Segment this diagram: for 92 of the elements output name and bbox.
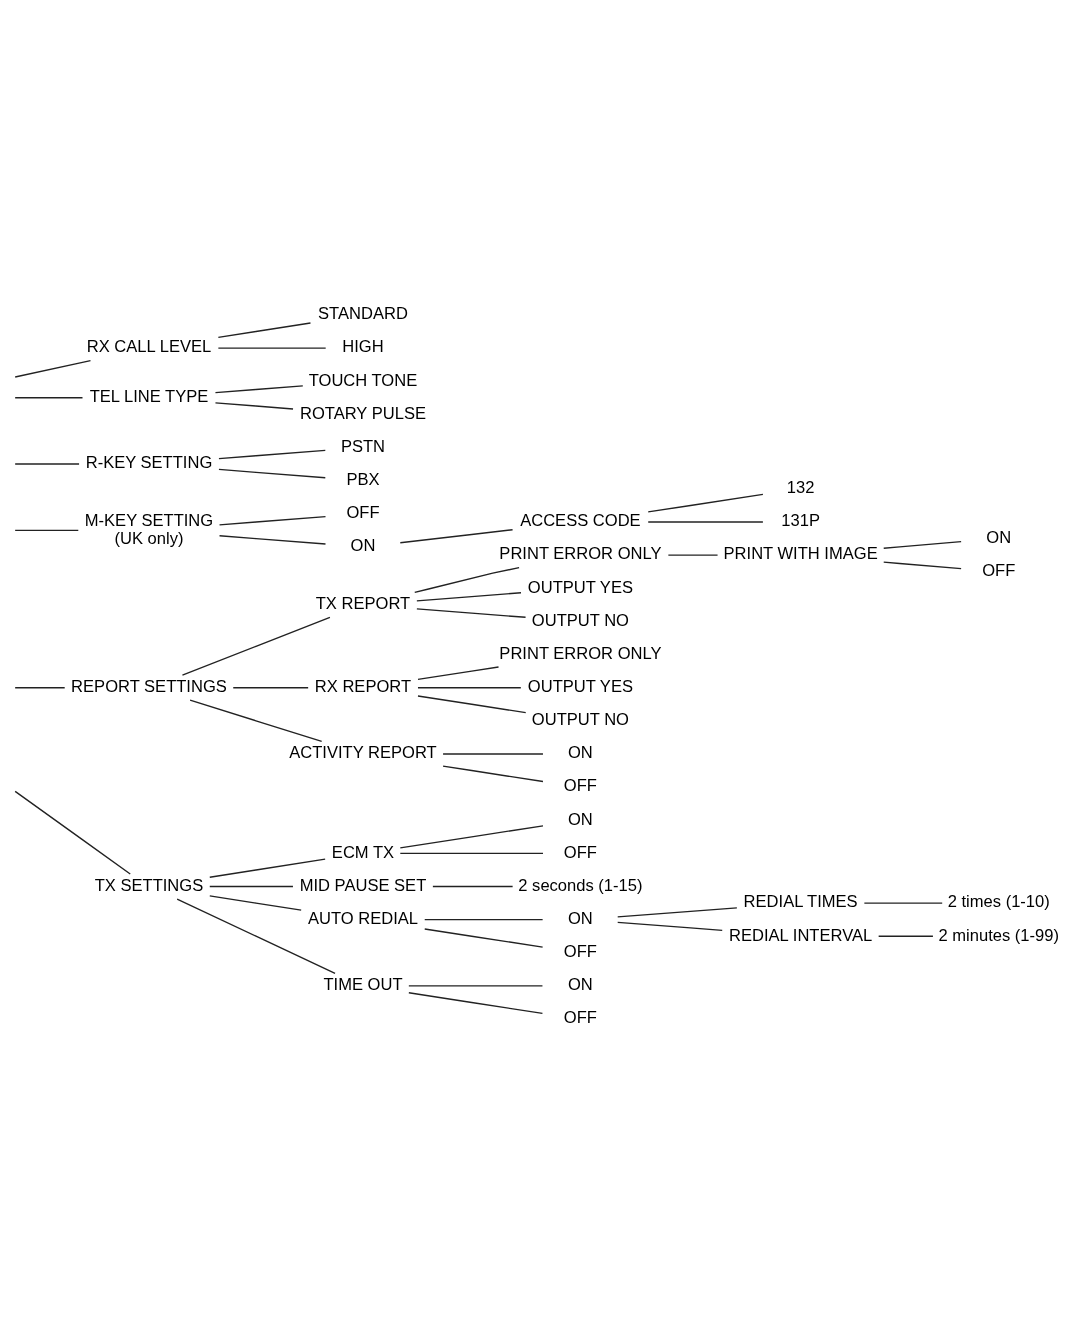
connector bbox=[209, 885, 294, 888]
connector bbox=[416, 592, 522, 602]
node-text: REDIAL INTERVAL bbox=[729, 925, 873, 945]
connector bbox=[217, 347, 327, 349]
connector bbox=[417, 687, 522, 689]
node-text: RX CALL LEVEL bbox=[86, 337, 212, 357]
node-text: ACCESS CODE bbox=[520, 511, 641, 531]
connector bbox=[414, 566, 520, 594]
node-text: ECM TX bbox=[331, 842, 395, 862]
node-text: STANDARD bbox=[318, 304, 408, 324]
node-text: REPORT SETTINGS bbox=[71, 676, 227, 696]
node-text: 2 minutes (1-99) bbox=[938, 925, 1059, 945]
connector bbox=[214, 402, 294, 410]
connector bbox=[218, 515, 327, 526]
connector bbox=[667, 554, 719, 556]
node-text: OFF bbox=[346, 503, 380, 523]
node-text: PRINT ERROR ONLY bbox=[499, 643, 662, 663]
node-text: ON bbox=[568, 908, 593, 928]
node-text: OFF bbox=[563, 942, 597, 962]
connector bbox=[217, 322, 312, 339]
connector bbox=[218, 535, 327, 545]
connector bbox=[408, 985, 544, 987]
connector bbox=[176, 898, 336, 975]
node-text: 132 bbox=[786, 478, 815, 498]
connector bbox=[424, 928, 544, 948]
node-text: RX REPORT bbox=[314, 676, 412, 696]
node-text: ON bbox=[568, 809, 593, 829]
connector bbox=[883, 541, 962, 549]
node-text: R-KEY SETTING bbox=[85, 453, 213, 473]
node-text: OUTPUT NO bbox=[531, 710, 629, 730]
connector bbox=[416, 608, 527, 618]
node-text: TX SETTINGS bbox=[94, 875, 204, 895]
node-text: TEL LINE TYPE bbox=[89, 387, 209, 407]
node-text: PRINT ERROR ONLY bbox=[499, 544, 662, 564]
node-text: OFF bbox=[563, 776, 597, 796]
connector bbox=[647, 493, 764, 513]
node-text: TIME OUT bbox=[323, 975, 403, 995]
connector bbox=[617, 907, 738, 918]
connector bbox=[442, 765, 544, 783]
connector bbox=[209, 858, 326, 878]
connector bbox=[181, 616, 331, 676]
node-text: PBX bbox=[346, 469, 380, 489]
node-text: OUTPUT NO bbox=[531, 610, 629, 630]
connector bbox=[214, 385, 304, 394]
connector bbox=[617, 921, 723, 932]
node-text: 2 seconds (1-15) bbox=[518, 875, 643, 895]
node-text: ON bbox=[350, 536, 376, 556]
node-text: MID PAUSE SET bbox=[299, 875, 427, 895]
connector bbox=[189, 699, 323, 743]
node-text: OFF bbox=[982, 561, 1016, 581]
connector bbox=[14, 397, 84, 399]
node-text: TX REPORT bbox=[315, 594, 411, 614]
connector bbox=[647, 521, 764, 523]
connector bbox=[417, 666, 500, 681]
connector bbox=[863, 902, 943, 904]
connector bbox=[399, 852, 544, 855]
node-text: OFF bbox=[563, 842, 597, 862]
connector bbox=[399, 825, 544, 849]
connector bbox=[14, 790, 131, 875]
node-text: HIGH bbox=[342, 337, 384, 357]
node-text: ON bbox=[568, 743, 593, 763]
connector bbox=[14, 359, 92, 378]
node-text: ON bbox=[986, 527, 1012, 547]
node-text: OUTPUT YES bbox=[527, 577, 633, 597]
node-text: REDIAL TIMES bbox=[743, 892, 858, 912]
node-text: OUTPUT YES bbox=[527, 676, 633, 696]
node-text: M-KEY SETTING (UK only) bbox=[84, 510, 214, 548]
connector bbox=[432, 885, 514, 888]
connector bbox=[424, 918, 544, 921]
connector bbox=[883, 561, 962, 570]
connector bbox=[218, 449, 326, 460]
node-text: ROTARY PULSE bbox=[299, 403, 426, 423]
connector bbox=[408, 992, 544, 1015]
connector bbox=[14, 687, 66, 689]
node-text: AUTO REDIAL bbox=[307, 908, 418, 928]
connector bbox=[209, 895, 302, 911]
node-text: ACTIVITY REPORT bbox=[289, 743, 437, 763]
node-text: 2 times (1-10) bbox=[947, 892, 1050, 912]
node-text: PRINT WITH IMAGE bbox=[723, 544, 878, 564]
node-text: 131P bbox=[781, 511, 820, 531]
connector bbox=[877, 935, 934, 937]
connector bbox=[232, 687, 309, 689]
node-text: ON bbox=[568, 975, 593, 995]
connector bbox=[399, 529, 514, 544]
connector bbox=[14, 463, 80, 465]
connector bbox=[218, 468, 326, 479]
node-text: OFF bbox=[563, 1008, 597, 1028]
node-text: TOUCH TONE bbox=[308, 370, 418, 390]
connector bbox=[14, 529, 79, 531]
connector bbox=[417, 695, 527, 714]
node-text: PSTN bbox=[340, 436, 386, 456]
connector bbox=[442, 753, 544, 755]
